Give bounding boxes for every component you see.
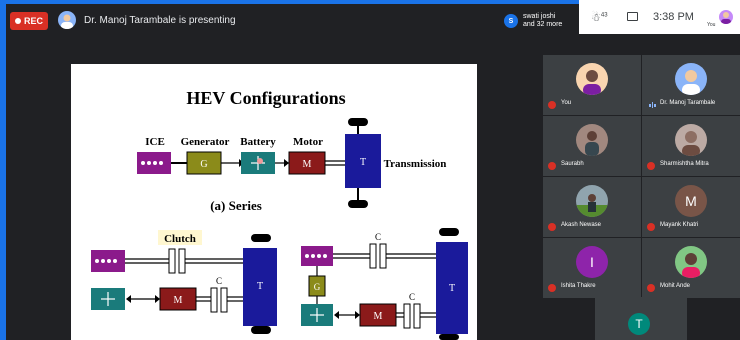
generator-letter: G [200, 159, 207, 170]
self-avatar[interactable] [719, 10, 733, 24]
transmission-letter-sp: T [449, 283, 455, 294]
recording-badge: REC [10, 12, 48, 30]
clutch-c-top: C [375, 232, 381, 242]
participant-avatar [675, 63, 707, 95]
participant-avatar [675, 246, 707, 278]
mic-off-icon [647, 284, 655, 292]
self-label: You [707, 22, 716, 28]
label-transmission: Transmission [384, 158, 447, 170]
participant-tile[interactable]: Dr. Manoj Tarambale [642, 55, 740, 115]
clutch-c-left: C [216, 276, 222, 286]
presentation-slide: HEV Configurations ICE Generator Battery… [71, 64, 477, 340]
participant-tile[interactable]: Saurabh [543, 116, 641, 176]
participant-name: Dr. Manoj Tarambale [660, 100, 716, 106]
viewers-indicator[interactable]: S swati joshi and 32 more [504, 9, 584, 33]
transmission-block-sp [436, 242, 468, 334]
chat-icon[interactable] [627, 12, 638, 21]
mic-off-icon [647, 162, 655, 170]
label-motor: Motor [293, 136, 323, 148]
participant-name: Sharmishtha Mitra [660, 161, 709, 167]
presenting-status: Dr. Manoj Tarambale is presenting [84, 15, 236, 26]
people-button[interactable]: ☃43 [591, 11, 608, 24]
slide-title: HEV Configurations [186, 88, 345, 108]
label-ice: ICE [145, 136, 165, 148]
presenter-avatar [58, 11, 76, 29]
people-count: 43 [600, 12, 608, 19]
label-clutch: Clutch [164, 233, 196, 245]
participant-tile[interactable]: Mohit Ande [642, 238, 740, 298]
transmission-letter-parallel: T [257, 281, 263, 292]
window-frame-left [0, 0, 6, 340]
participant-name: Akash Newase [561, 222, 602, 228]
motor-block [288, 151, 326, 175]
people-icon: ☃ [591, 12, 601, 24]
window-frame-top [0, 0, 740, 4]
participant-avatar: M [675, 185, 707, 217]
participants-grid: You Dr. Manoj Tarambale Saurabh Sharmish… [543, 55, 740, 340]
hev-diagram: HEV Configurations ICE Generator Battery… [91, 88, 468, 340]
mic-off-icon [647, 223, 655, 231]
participant-name: Mayank Khatri [660, 222, 699, 228]
series-caption: (a) Series [210, 198, 262, 213]
motor-letter-parallel: M [174, 295, 183, 306]
participant-name: Saurabh [561, 161, 584, 167]
transmission-block-parallel [243, 248, 277, 326]
motor-letter: M [303, 159, 312, 170]
mic-off-icon [548, 223, 556, 231]
mic-off-icon [548, 162, 556, 170]
participant-name: You [561, 100, 572, 106]
mic-off-icon [548, 101, 556, 109]
participant-name: Mohit Ande [660, 283, 691, 289]
motor-letter-sp: M [374, 311, 383, 322]
label-generator: Generator [181, 136, 230, 148]
transmission-block [345, 134, 381, 188]
participant-avatar [675, 124, 707, 156]
participant-tile[interactable]: M Mayank Khatri [642, 177, 740, 237]
participant-avatar [576, 185, 608, 217]
record-dot-icon [14, 18, 21, 24]
meeting-toolbar: ☃43 3:38 PM You [579, 0, 740, 34]
viewer-more: and 32 more [523, 21, 563, 28]
mic-off-icon [548, 284, 556, 292]
clutch-label-bg [158, 230, 202, 245]
participant-avatar [576, 124, 608, 156]
participant-name: Ishita Thakre [561, 283, 596, 289]
participant-tile[interactable]: Sharmishtha Mitra [642, 116, 740, 176]
participant-avatar: I [576, 246, 608, 278]
clutch-c-bottom: C [409, 292, 415, 302]
motor-block-parallel [159, 287, 197, 311]
generator-letter-sp: G [314, 282, 321, 292]
participant-tile[interactable]: T [595, 297, 687, 340]
shared-screen: HEV Configurations ICE Generator Battery… [6, 34, 542, 340]
viewer-avatar: S [504, 14, 518, 28]
rec-label: REC [23, 16, 43, 26]
participant-tile[interactable]: I Ishita Thakre [543, 238, 641, 298]
participant-avatar [576, 63, 608, 95]
clock-time: 3:38 PM [653, 11, 694, 23]
viewer-name: swati joshi [523, 13, 556, 20]
motor-block-sp [359, 303, 397, 327]
label-battery: Battery [240, 136, 276, 148]
participant-tile[interactable]: You [543, 55, 641, 115]
transmission-letter: T [360, 157, 366, 168]
participant-tile[interactable]: Akash Newase [543, 177, 641, 237]
participant-avatar: T [628, 313, 650, 335]
speaking-icon [649, 102, 656, 108]
